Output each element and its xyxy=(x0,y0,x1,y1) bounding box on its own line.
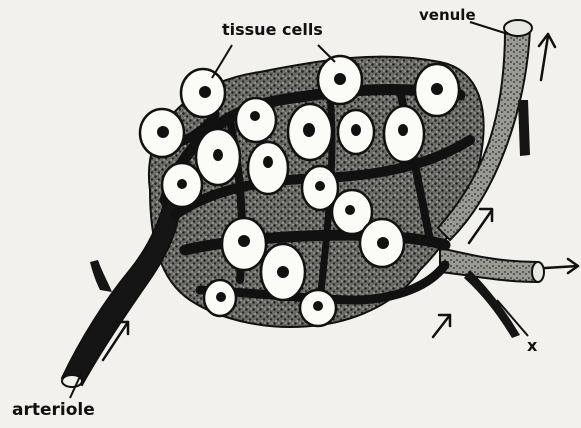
arrow-right-icon xyxy=(545,259,578,273)
shunt-vessel xyxy=(440,248,538,282)
label-arteriole: arteriole xyxy=(12,402,95,419)
arrow-up-right-icon xyxy=(433,315,450,337)
arrow-up-icon xyxy=(539,34,555,80)
label-x: x xyxy=(527,338,537,354)
arteriole-vessel xyxy=(62,200,180,385)
label-venule: venule xyxy=(419,8,476,23)
label-tissue-cells: tissue cells xyxy=(222,22,323,38)
